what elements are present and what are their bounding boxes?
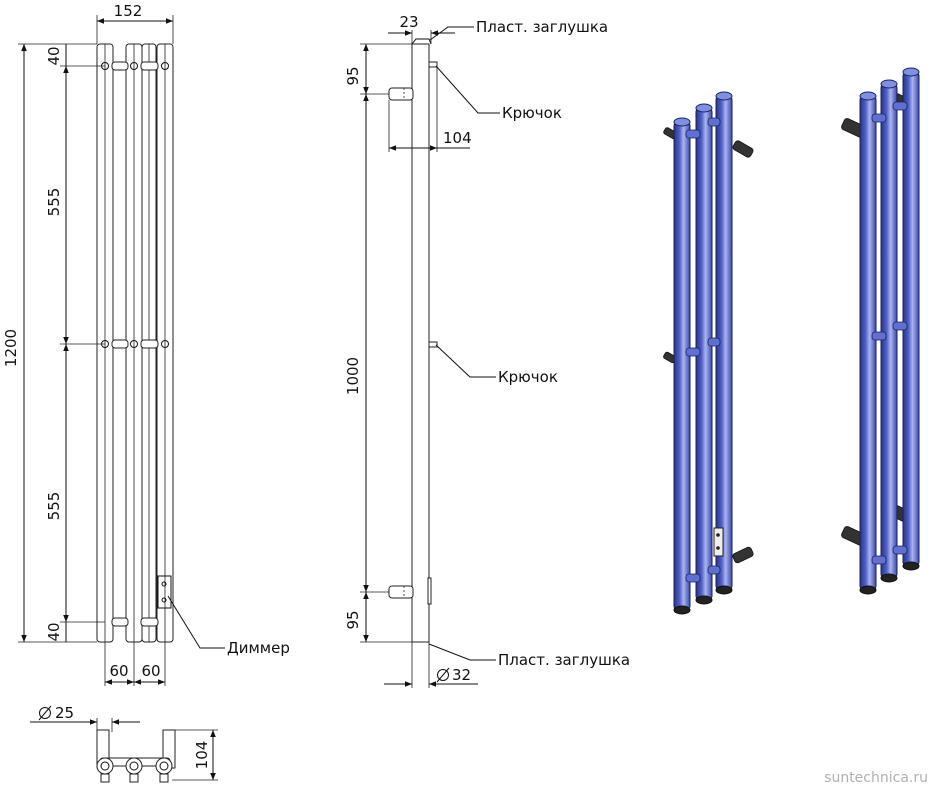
dim-spacing-left-60: 60 (109, 662, 128, 680)
iso-view-back (841, 67, 920, 595)
iso-back-tube-1 (859, 95, 877, 591)
side-view: 23 Пласт. заглушка 95 1000 95 Крючок 104… (344, 13, 630, 688)
dim-cap-offset-23: 23 (399, 13, 418, 31)
iso-view-front (663, 91, 754, 615)
iso-back-tube-3 (902, 71, 920, 567)
dim-bottom-depth-104: 104 (193, 741, 211, 770)
front-view: 152 1200 40 555 555 40 60 60 Диммер (2, 2, 290, 686)
diameter-symbol-icon (38, 705, 52, 721)
bottom-tubes (96, 757, 173, 783)
front-connectors (111, 61, 159, 627)
diameter-symbol-icon (436, 667, 450, 683)
label-hook-middle: Крючок (498, 368, 558, 386)
dim-lower-span-555: 555 (45, 492, 63, 521)
iso-tube-1 (673, 121, 691, 611)
side-hooks (427, 61, 438, 605)
side-brackets (388, 87, 414, 599)
dim-top-hook-95: 95 (344, 66, 362, 85)
label-hook-upper: Крючок (502, 104, 562, 122)
bottom-view: 25 104 (30, 704, 218, 783)
label-top-cap: Пласт. заглушка (476, 18, 608, 36)
dim-spacing-right-60: 60 (141, 662, 160, 680)
dim-bottom-hook-95: 95 (344, 610, 362, 629)
dim-mount-span-1000: 1000 (344, 357, 362, 395)
iso-back-tube-2 (880, 83, 898, 579)
dimmer-box (157, 575, 172, 609)
dim-top-offset-40: 40 (45, 46, 63, 65)
front-mount-points (101, 62, 169, 348)
dim-tube-diameter-32: 32 (452, 666, 471, 684)
dim-depth-104: 104 (443, 129, 472, 147)
watermark: suntechnica.ru (824, 770, 928, 786)
dim-height-1200: 1200 (2, 329, 20, 367)
label-dimmer: Диммер (227, 639, 290, 657)
label-bottom-cap: Пласт. заглушка (498, 651, 630, 669)
dim-upper-span-555: 555 (45, 188, 63, 217)
side-tube (411, 43, 430, 643)
dim-width-152: 152 (114, 2, 143, 20)
dim-pipe-diameter-25: 25 (55, 704, 74, 722)
dim-bottom-offset-40: 40 (45, 622, 63, 641)
